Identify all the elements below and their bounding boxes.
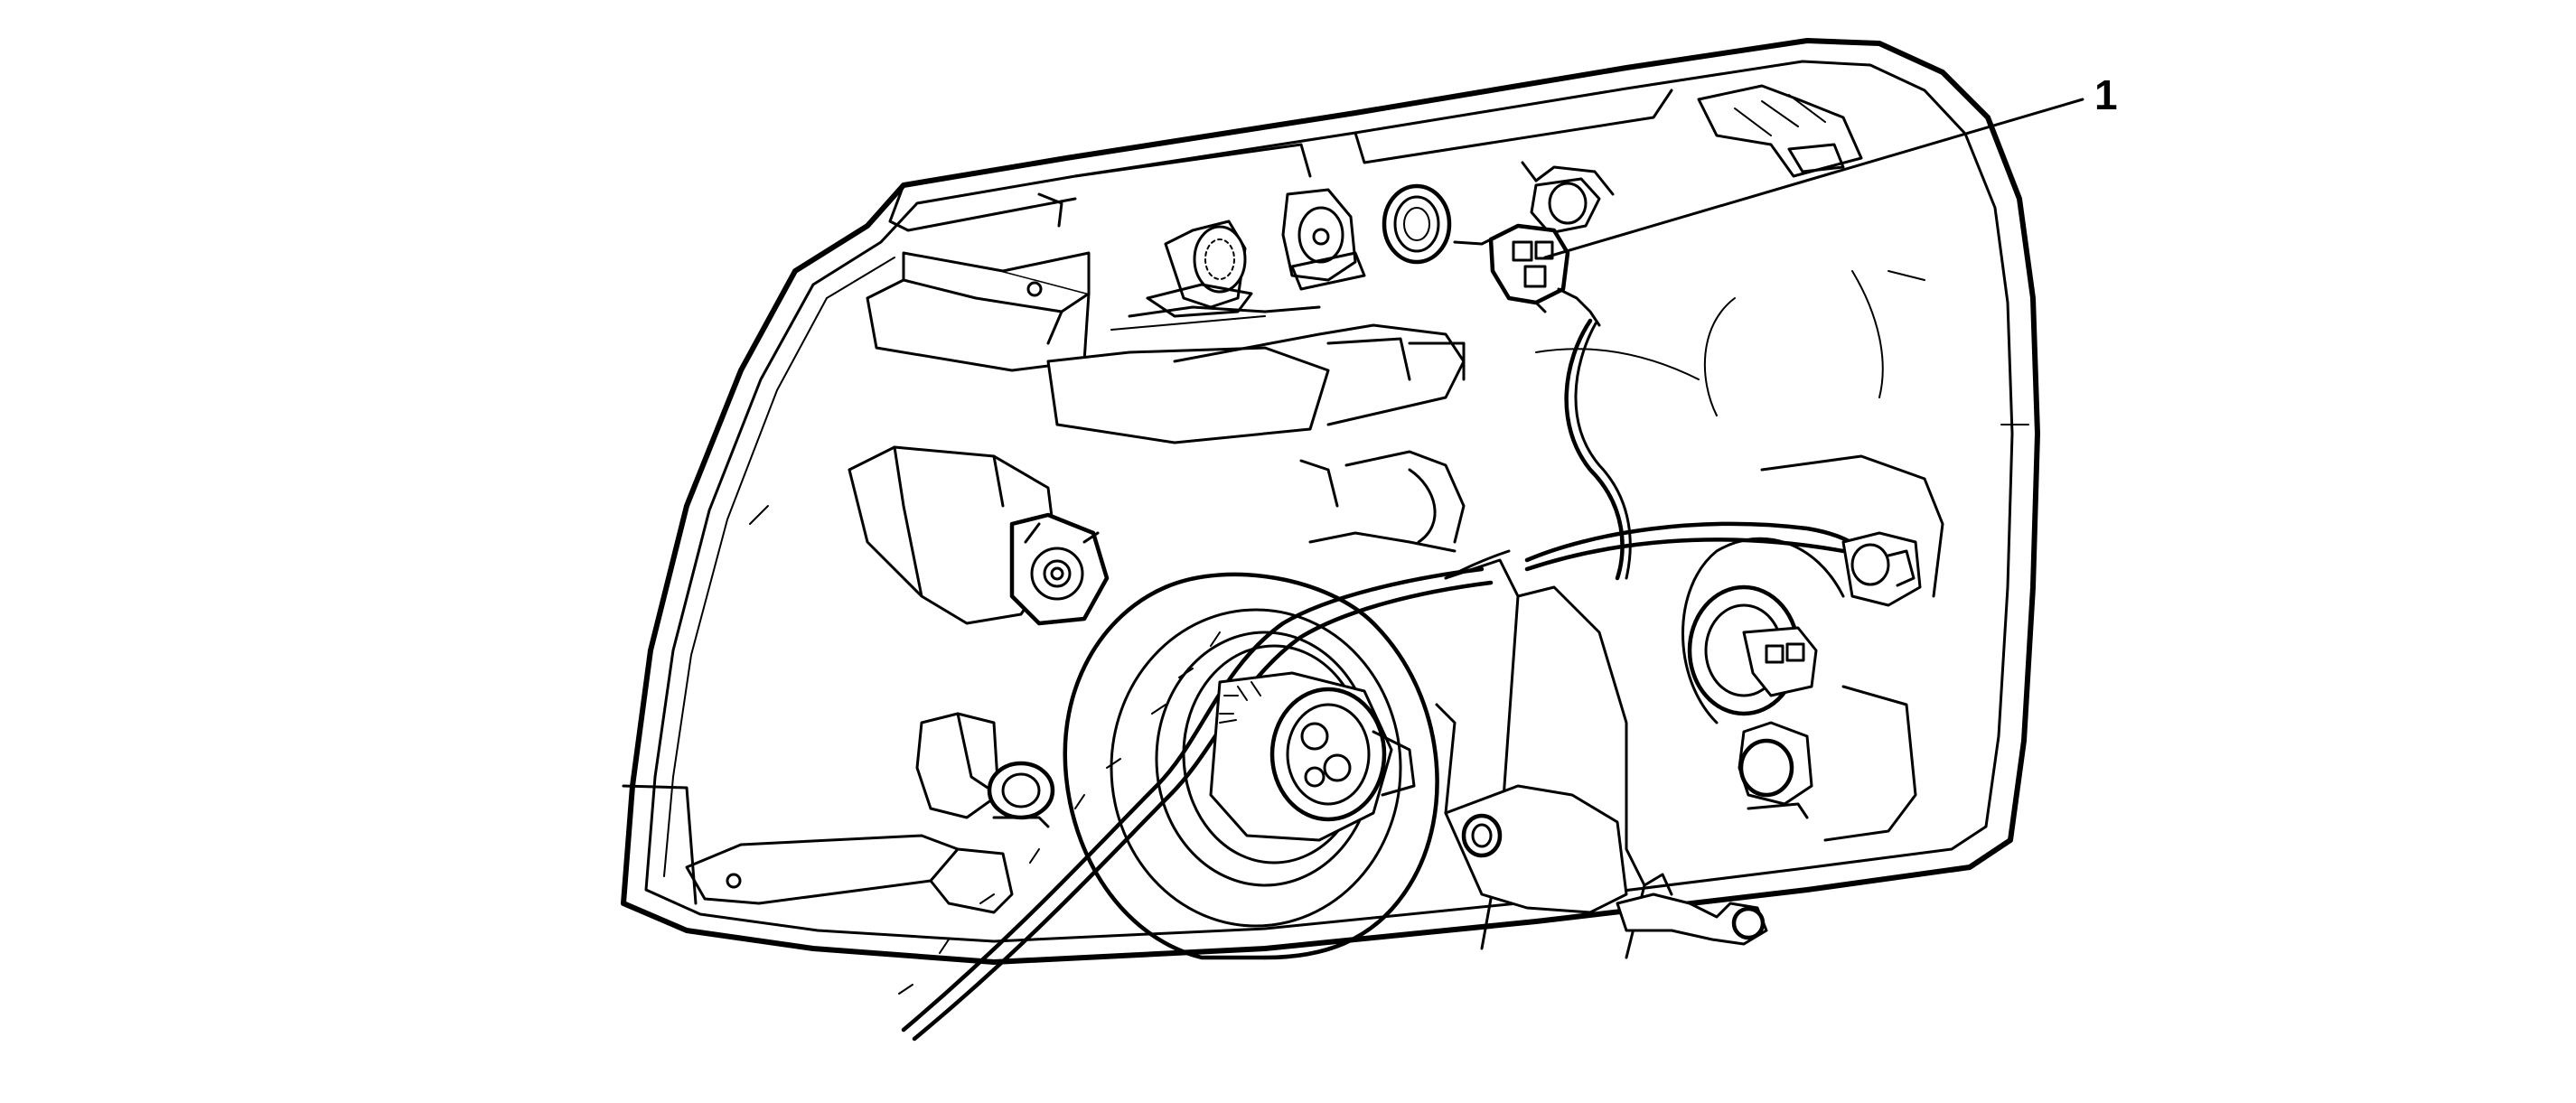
callout-label-1: 1 [2094,71,2118,118]
top-mounting-tabs [888,84,1863,232]
wiring-harness [898,318,1867,1042]
upper-bracket-shelf [866,251,1466,444]
right-bulb-sockets [1681,454,1944,842]
left-lower-bracket [685,712,1055,914]
top-bulb-sockets [1146,161,1615,318]
lower-body-features [749,270,1925,959]
side-marker-connector [1453,223,1601,327]
callout-1-leader [1543,98,2084,259]
left-adjuster-bracket [848,445,1110,626]
low-beam-bulb-socket [1063,572,1439,960]
